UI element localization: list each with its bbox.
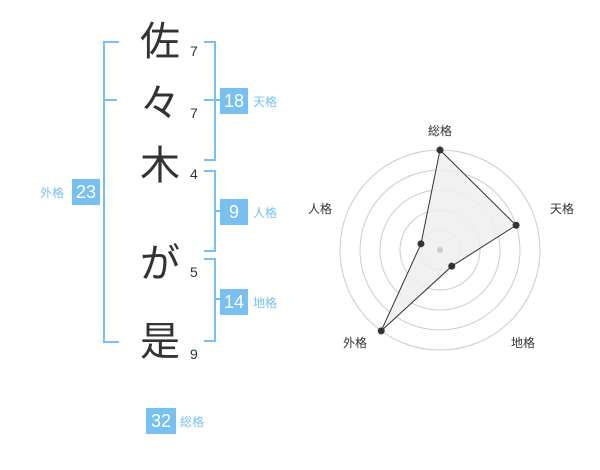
tenkaku-value-badge: 18 [220,88,248,114]
tenkaku-connector [214,99,220,101]
stroke-count-5: 9 [190,346,198,362]
soukaku-label: 総格 [180,415,205,429]
soukaku-value-badge: 32 [146,408,176,434]
chikaku-value-badge: 14 [220,289,248,315]
radar-point-4 [377,327,385,335]
name-char-1: 佐 [140,19,180,65]
tenkaku-bracket [204,41,216,161]
name-char-2: 々 [140,81,180,127]
chikaku-label: 地格 [253,296,278,310]
chikaku-connector [214,298,220,300]
jinkaku-label: 人格 [253,206,278,220]
name-char-5: 是 [140,319,180,365]
gaikaku-bracket-tick [105,99,117,101]
radar-center-dot [437,247,443,253]
jinkaku-connector [214,210,220,212]
radar-point-3 [448,262,456,270]
radar-polygon [380,148,517,332]
stroke-count-4: 5 [190,264,198,280]
chikaku-bracket [204,258,216,342]
radar-axis-label-gaikaku: 外格 [343,336,368,350]
name-char-3: 木 [140,143,180,189]
radar-point-5 [417,240,425,248]
gaikaku-label: 外格 [40,186,65,200]
radar-point-1 [436,146,444,154]
tenkaku-label: 天格 [253,95,278,109]
radar-point-2 [512,221,520,229]
gaikaku-bracket [103,41,119,343]
jinkaku-value-badge: 9 [220,199,248,225]
gaikaku-value-badge: 23 [72,179,100,205]
tenkaku-bracket-tick [204,99,214,101]
radar-axis-label-tenkaku: 天格 [550,202,575,216]
radar-axis-label-soukaku: 総格 [428,124,453,138]
radar-axis-label-jinkaku: 人格 [308,202,333,216]
stroke-count-1: 7 [190,43,198,59]
stroke-count-2: 7 [190,105,198,121]
radar-axis-label-chikaku: 地格 [511,336,536,350]
stroke-count-3: 4 [190,166,198,182]
name-char-4: が [140,241,180,287]
